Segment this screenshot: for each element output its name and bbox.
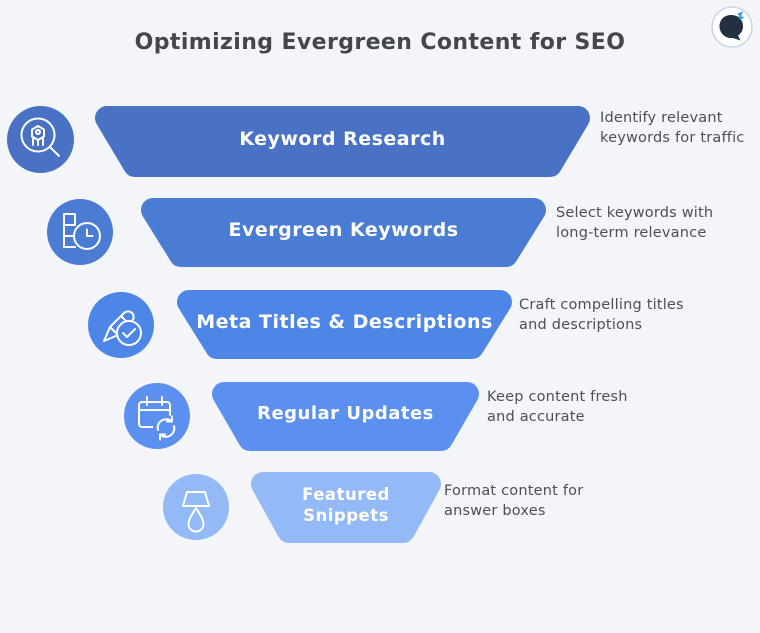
pencil-check-icon xyxy=(88,292,154,362)
funnel-stage-featured-snippets: Featured Snippets xyxy=(251,472,441,543)
stage-label: Keyword Research xyxy=(239,127,446,150)
stage-label: Meta Titles & Descriptions xyxy=(196,310,493,333)
stage-description: Craft compelling titles and descriptions xyxy=(519,297,684,334)
stage-description: Format content for answer boxes xyxy=(444,483,584,520)
stage-label: Featured Snippets xyxy=(302,484,390,525)
page-title: Optimizing Evergreen Content for SEO xyxy=(134,30,626,55)
brand-logo xyxy=(711,6,753,48)
lamp-icon xyxy=(163,474,229,544)
funnel-stage-keyword-research: Keyword Research xyxy=(95,106,590,177)
funnel-stage-evergreen-keywords: Evergreen Keywords xyxy=(141,198,546,267)
user-search-icon xyxy=(7,106,74,177)
head-profile-butterfly-icon xyxy=(711,6,753,48)
stage-label: Regular Updates xyxy=(257,403,434,425)
calendar-refresh-icon xyxy=(124,383,190,453)
head-silhouette xyxy=(719,15,743,41)
stage-description: Select keywords with long-term relevance xyxy=(556,205,714,242)
funnel-stage-regular-updates: Regular Updates xyxy=(212,382,479,451)
butterfly-shape xyxy=(737,11,745,20)
stage-description: Keep content fresh and accurate xyxy=(487,389,628,426)
funnel-stage-meta-titles: Meta Titles & Descriptions xyxy=(177,290,512,359)
stage-description: Identify relevant keywords for traffic xyxy=(600,110,745,147)
schedule-list-icon xyxy=(47,199,113,269)
stage-label: Evergreen Keywords xyxy=(228,218,459,241)
